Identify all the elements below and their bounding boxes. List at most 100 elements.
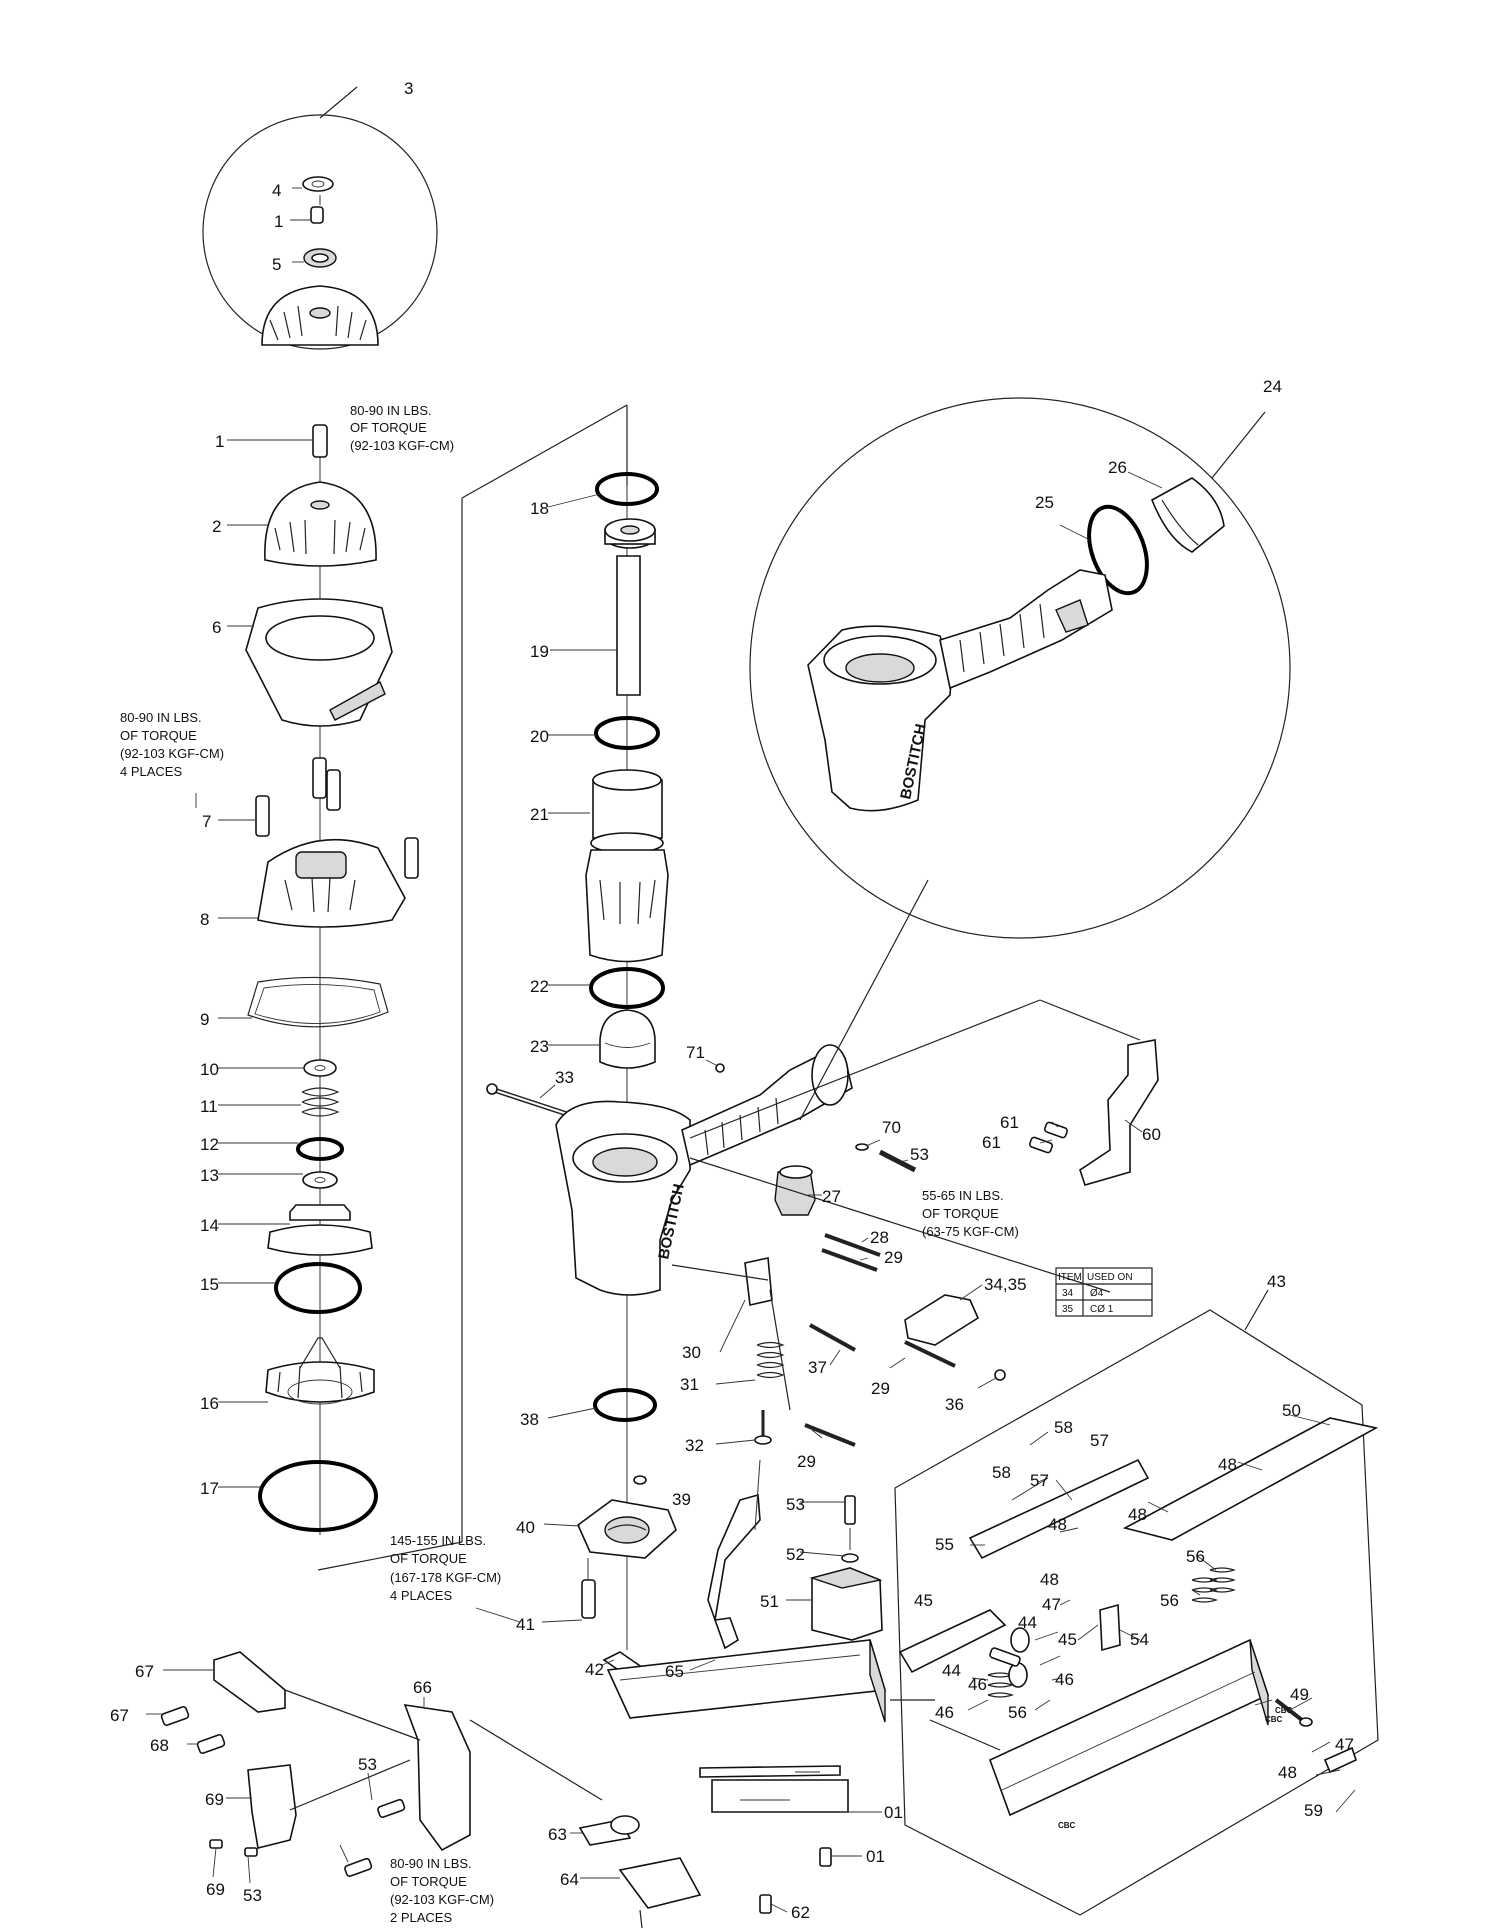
callout-label: 38 (520, 1410, 539, 1429)
callout-label: 12 (200, 1135, 219, 1154)
callout-label: 67 (110, 1706, 129, 1725)
callout-label: 47 (1042, 1595, 1061, 1614)
callout-label: 4 (272, 181, 281, 200)
torque-note-line: 80-90 IN LBS. (120, 710, 202, 725)
callout-label: 28 (870, 1228, 889, 1247)
callout-label: 29 (884, 1248, 903, 1267)
callout-label: 44 (1018, 1613, 1037, 1632)
callout-label: 22 (530, 977, 549, 996)
leader-lines (146, 187, 1356, 1913)
callout-label: 48 (1048, 1515, 1067, 1534)
callout-label: 43 (1267, 1272, 1286, 1291)
callout-label: 53 (358, 1755, 377, 1774)
callout-label: 61 (982, 1133, 1001, 1152)
torque-note-line: 80-90 IN LBS. (350, 403, 432, 418)
callout-label: 27 (822, 1187, 841, 1206)
callout-label: 32 (685, 1436, 704, 1455)
callout-label: 26 (1108, 458, 1127, 477)
callout-label: 65 (665, 1662, 684, 1681)
torque-note-line: 2 PLACES (390, 1910, 452, 1925)
callout-label: 58 (992, 1463, 1011, 1482)
torque-note-line: (92-103 KGF-CM) (350, 438, 454, 453)
torque-note-line: (167-178 KGF-CM) (390, 1570, 501, 1585)
callout-label: 58 (1054, 1418, 1073, 1437)
callout-label: 36 (945, 1395, 964, 1414)
nosepiece-marks: CBC CBC CBC (1058, 1706, 1293, 1830)
callout-label: 7 (202, 812, 211, 831)
callout-label: 69 (205, 1790, 224, 1809)
nosepiece-mark: CBC (1265, 1715, 1283, 1724)
table-cell: Ø4 (1090, 1288, 1104, 1299)
callout-label: 57 (1090, 1431, 1109, 1450)
torque-note-line: OF TORQUE (120, 728, 197, 743)
callout-label: 1 (215, 432, 224, 451)
callout-label: 49 (1290, 1685, 1309, 1704)
callout-label: 45 (914, 1591, 933, 1610)
callout-label: 11 (200, 1097, 218, 1116)
callout-label: 52 (786, 1545, 805, 1564)
left-stack (245, 424, 419, 1535)
callout-label: 17 (200, 1479, 219, 1498)
callout-label: 68 (150, 1736, 169, 1755)
torque-notes: 80-90 IN LBS. OF TORQUE (92-103 KGF-CM) … (120, 403, 1019, 1925)
torque-note-line: 4 PLACES (120, 764, 182, 779)
callout-label: 40 (516, 1518, 535, 1537)
callout-label: 71 (686, 1043, 705, 1062)
torque-note-line: 4 PLACES (390, 1588, 452, 1603)
callout-label: 46 (935, 1703, 954, 1722)
torque-note-line: OF TORQUE (350, 420, 427, 435)
callout-label: 23 (530, 1037, 549, 1056)
callout-label: 53 (910, 1145, 929, 1164)
callout-label: 19 (530, 642, 549, 661)
nosepiece-mark: CBC (1275, 1706, 1293, 1715)
callout-label: 5 (272, 255, 281, 274)
detail-box-43 (894, 1289, 1379, 1916)
callout-label: 37 (808, 1358, 827, 1377)
callout-label: 60 (1142, 1125, 1161, 1144)
callout-label: 56 (1008, 1703, 1027, 1722)
bottom-left-parts (160, 1651, 603, 1878)
callout-label: 57 (1030, 1471, 1049, 1490)
torque-note-line: OF TORQUE (922, 1206, 999, 1221)
callout-label: 50 (1282, 1401, 1301, 1420)
callout-label: 47 (1335, 1735, 1354, 1754)
torque-note-line: 55-65 IN LBS. (922, 1188, 1004, 1203)
torque-note-line: 145-155 IN LBS. (390, 1533, 486, 1548)
callout-label: 46 (968, 1675, 987, 1694)
callout-label: 48 (1040, 1570, 1059, 1589)
callout-label: 01 (884, 1803, 903, 1822)
callout-label: 53 (786, 1495, 805, 1514)
callout-label: 6 (212, 618, 221, 637)
callout-label: 18 (530, 499, 549, 518)
callout-label: 15 (200, 1275, 219, 1294)
callout-label: 64 (560, 1870, 579, 1889)
table-cell: CØ 1 (1090, 1304, 1114, 1315)
table-header-item: ITEM (1058, 1272, 1082, 1283)
callout-label: 13 (200, 1166, 219, 1185)
callout-label: 16 (200, 1394, 219, 1413)
torque-note-line: (92-103 KGF-CM) (120, 746, 224, 761)
callout-label: 30 (682, 1343, 701, 1362)
bracket-60 (1028, 1039, 1159, 1186)
callout-label: 10 (200, 1060, 219, 1079)
callout-label: 29 (871, 1379, 890, 1398)
callout-label: 3 (404, 79, 413, 98)
callout-label: 42 (585, 1660, 604, 1679)
table-header-used-on: USED ON (1087, 1272, 1133, 1283)
tool-body: BOSTITCH (486, 999, 1141, 1929)
callout-label: 46 (1055, 1670, 1074, 1689)
callout-label: 48 (1128, 1505, 1147, 1524)
callout-label: 59 (1304, 1801, 1323, 1820)
callout-label: 56 (1186, 1547, 1205, 1566)
torque-note-line: OF TORQUE (390, 1874, 467, 1889)
callout-label: 61 (1000, 1113, 1019, 1132)
callout-label: 67 (135, 1662, 154, 1681)
torque-note-line: (63-75 KGF-CM) (922, 1224, 1019, 1239)
callout-label: 45 (1058, 1630, 1077, 1649)
callout-label: 69 (206, 1880, 225, 1899)
callout-label: 63 (548, 1825, 567, 1844)
torque-note-line: 80-90 IN LBS. (390, 1856, 472, 1871)
callout-label: 55 (935, 1535, 954, 1554)
callout-label: 54 (1130, 1630, 1149, 1649)
